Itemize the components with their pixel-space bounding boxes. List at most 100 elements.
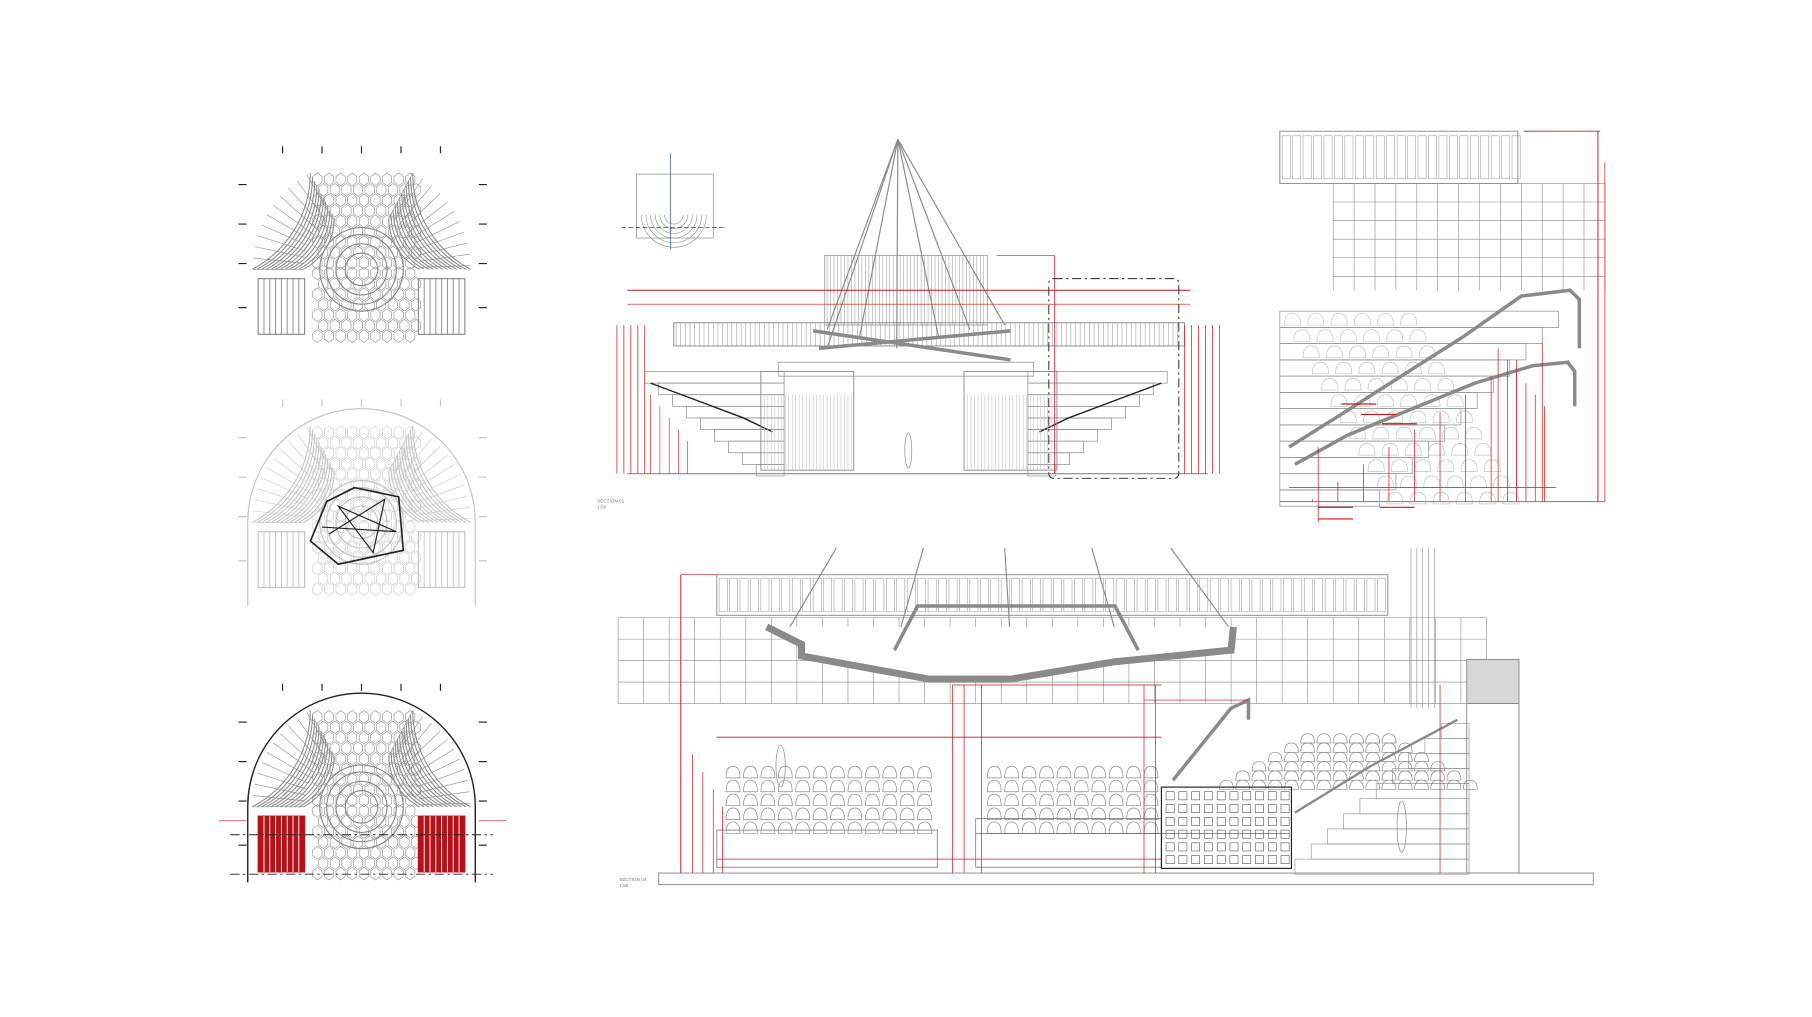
floor-hex [312, 172, 323, 187]
screen-panel [1511, 135, 1521, 180]
floor-hex [341, 183, 352, 197]
lattice-cell [1165, 791, 1175, 801]
floor-hex [329, 277, 340, 291]
seat-profile [1349, 761, 1364, 772]
floor-hex [376, 203, 387, 218]
canopy-cables [322, 497, 397, 554]
seating-row [403, 726, 453, 808]
seat-profile [1284, 742, 1299, 753]
floor-hex [347, 172, 358, 187]
seat-profile [1302, 345, 1320, 358]
seat-divider [266, 214, 312, 241]
floor-hex [358, 467, 369, 481]
screen-panel [1314, 577, 1324, 613]
seating-row [252, 710, 311, 808]
floor-hex [358, 845, 369, 860]
seat-profile [725, 821, 741, 834]
screen-panel [1396, 135, 1406, 180]
floor-hex [364, 245, 375, 260]
seat-profile [1483, 459, 1501, 472]
seat-profile [1409, 410, 1427, 423]
seat-profile [1349, 770, 1364, 781]
screen-panel [959, 577, 968, 613]
seat-profile [1414, 751, 1429, 762]
seat-profile [1316, 742, 1332, 753]
lattice-cell [1267, 855, 1277, 864]
floor-hex [393, 772, 404, 787]
seat-divider [261, 224, 309, 246]
floor-hex [399, 457, 410, 471]
floor-hex [382, 287, 392, 302]
floor-hex [382, 308, 392, 322]
floor-hex [399, 298, 410, 312]
seat-profile [1418, 426, 1436, 440]
screen-panel [1220, 577, 1229, 613]
seat-divider [257, 772, 307, 790]
floor-hex [358, 329, 369, 343]
seat-profile [1073, 821, 1089, 834]
floor-hex [393, 214, 404, 228]
floor-hex [324, 425, 334, 440]
seat-profile [743, 779, 758, 793]
floor-hex [411, 436, 422, 450]
seat-divider [261, 477, 309, 500]
human-figure [1396, 800, 1407, 853]
screen-panel [1449, 135, 1458, 180]
floor-hex [358, 193, 369, 208]
lattice-cell [1242, 817, 1252, 826]
seat-profile [1381, 761, 1397, 772]
floor-hex [335, 287, 346, 302]
floor-hex [329, 551, 340, 565]
floor-hex [341, 277, 352, 291]
floor-hex [312, 266, 323, 281]
screen-panel [1335, 577, 1344, 613]
stage-ring [326, 233, 397, 305]
seat-profile [847, 821, 863, 834]
seat-profile [1126, 779, 1141, 793]
floor-hex [335, 308, 346, 322]
floor-hex [341, 856, 352, 870]
seating-step [1027, 440, 1084, 454]
stage-ring [344, 790, 379, 824]
seating-step [1027, 429, 1098, 442]
floor-hex [318, 245, 329, 260]
floor-hex [318, 318, 329, 333]
seat-profile [986, 779, 1002, 793]
floor-hex [382, 509, 392, 523]
seat-profile [1460, 459, 1478, 472]
screen-panel [1011, 577, 1021, 613]
floor-hex [382, 866, 392, 881]
floor-hex [405, 193, 416, 208]
screen-panel [1074, 577, 1083, 613]
seat-profile [1021, 765, 1037, 779]
floor-hex [358, 214, 369, 228]
floor-hex [312, 193, 323, 208]
floor-hex [341, 571, 352, 586]
lattice-cell [1191, 855, 1200, 864]
seat-divider [288, 725, 323, 764]
seating-row [270, 442, 320, 523]
floor-hex [329, 436, 340, 450]
floor-hex [364, 720, 375, 735]
floor-hex [370, 772, 381, 787]
seating-row [396, 201, 439, 270]
screen-panel [1377, 577, 1386, 613]
floor-hex [347, 804, 358, 818]
floor-hex [353, 551, 363, 565]
floor-hex [370, 731, 381, 745]
seat-profile [1430, 770, 1446, 781]
seat-profile [1251, 779, 1267, 790]
seat-profile [1091, 779, 1107, 793]
screen-panel [1042, 577, 1052, 613]
floor-hex [364, 814, 375, 829]
seat-profile [1400, 394, 1418, 407]
seat-profile [1365, 761, 1381, 772]
seat-profile [847, 807, 863, 820]
screen-panel [1126, 577, 1135, 613]
floor-hex [370, 519, 381, 534]
floor-hex [411, 318, 422, 333]
floor-hex [318, 571, 329, 586]
seat-profile [1126, 793, 1141, 807]
seat-profile [1397, 742, 1413, 753]
floor-hex [382, 731, 392, 745]
